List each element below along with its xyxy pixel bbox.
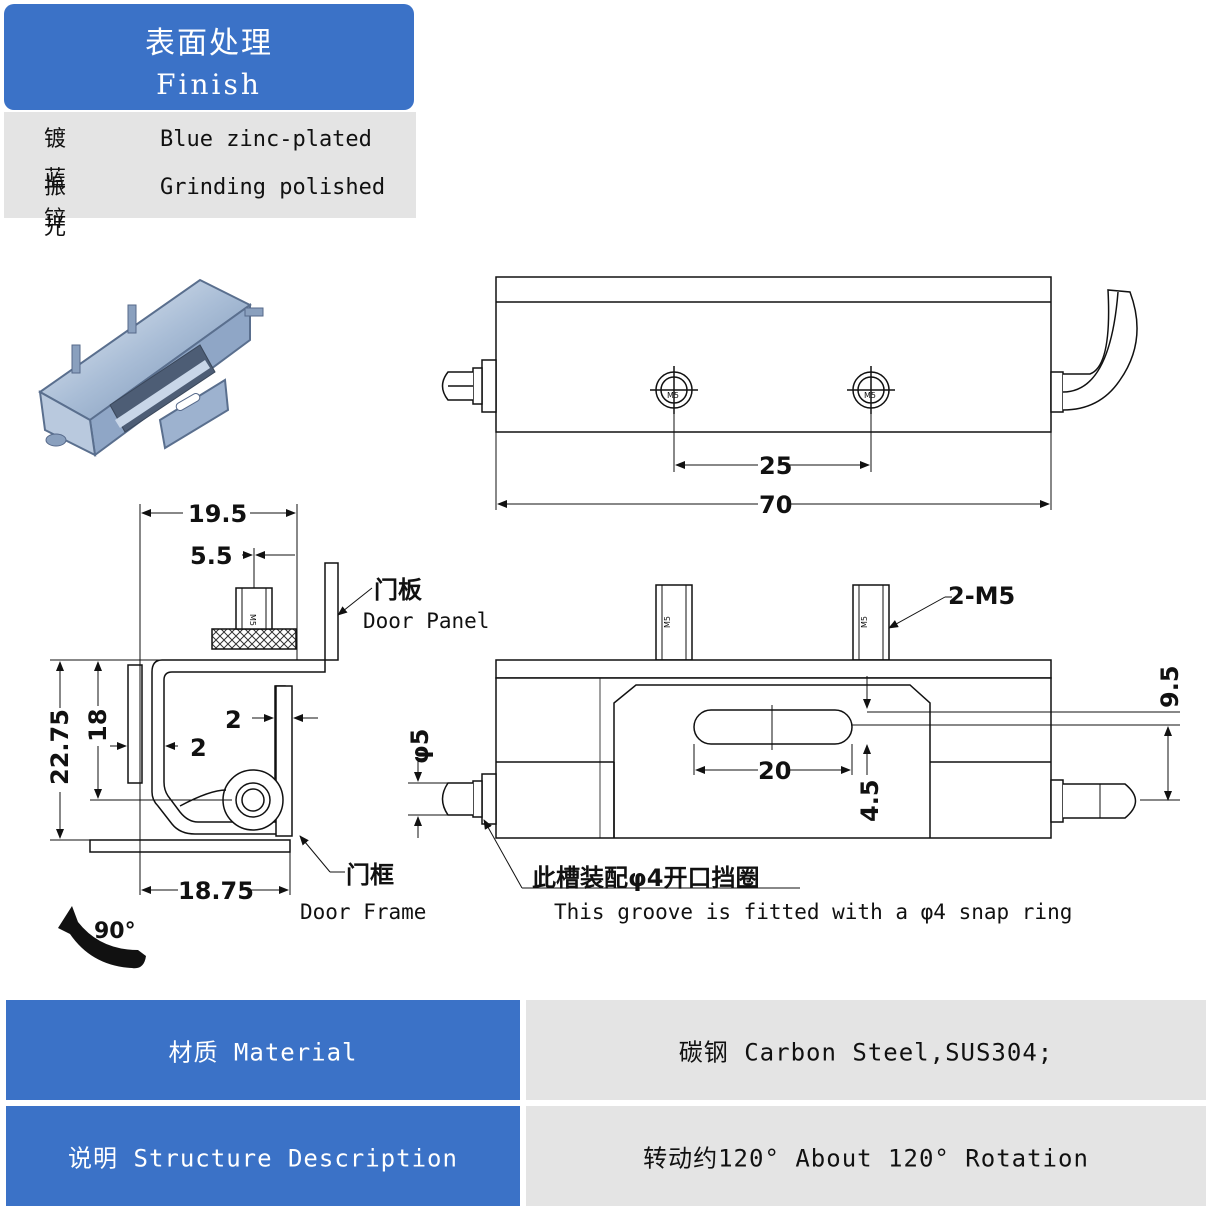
thread-label: M5 [663,616,672,628]
door-panel-label-cn: 门板 [374,576,423,604]
side-view [50,504,373,895]
dim-18: 18 [84,709,112,742]
spec-label-structure: 说明 Structure Description [6,1106,520,1206]
finish-row-cn: 振光 [44,175,67,240]
finish-list: 镀蓝锌 Blue zinc-plated 振光 Grinding polishe… [4,112,416,240]
dim-22-75: 22.75 [46,709,74,785]
thread-label: M5 [864,391,876,400]
dim-25: 25 [759,452,792,480]
spec-value-structure: 转动约120° About 120° Rotation [526,1106,1206,1206]
finish-row-cn: 镀蓝锌 [44,127,67,232]
thread-label: M5 [248,614,257,626]
dim-20: 20 [758,757,791,785]
finish-header: 表面处理 Finish [4,4,414,110]
dim-2: 2 [225,706,242,734]
dim-phi5: φ5 [406,729,434,764]
thread-label: M5 [667,391,679,400]
groove-label-en: This groove is fitted with a φ4 snap rin… [554,900,1072,924]
thread-label: M5 [860,616,869,628]
dim-18-75: 18.75 [178,877,254,905]
hinge-technical-drawing: M5 M5 25 70 [38,276,1184,969]
front-view [408,584,1180,889]
groove-label-cn: 此槽装配φ4开口挡圈 [532,864,759,892]
rotation-arrow-icon [58,906,146,969]
hinge-product-image [38,278,264,457]
spec-label-material: 材质 Material [6,1000,520,1100]
rotation-angle: 90° [94,919,136,944]
door-frame-label-en: Door Frame [300,900,426,924]
spec-value-material: 碳钢 Carbon Steel,SUS304; [526,1000,1206,1100]
top-view [441,276,1138,510]
door-panel-label-en: Door Panel [363,609,489,633]
dim-5-5: 5.5 [190,542,233,570]
dim-2-m5: 2-M5 [948,582,1015,610]
door-frame-label-cn: 门框 [346,861,394,889]
finish-row-en: Grinding polished [160,175,386,200]
dim-19-5: 19.5 [188,500,247,528]
dim-9-5: 9.5 [1156,665,1184,708]
dim-4-5: 4.5 [856,779,884,822]
dim-70: 70 [759,491,792,519]
finish-row-en: Blue zinc-plated [160,127,372,152]
finish-title-cn: 表面处理 [145,26,273,61]
dim-2: 2 [190,734,207,762]
finish-title-en: Finish [156,68,262,101]
